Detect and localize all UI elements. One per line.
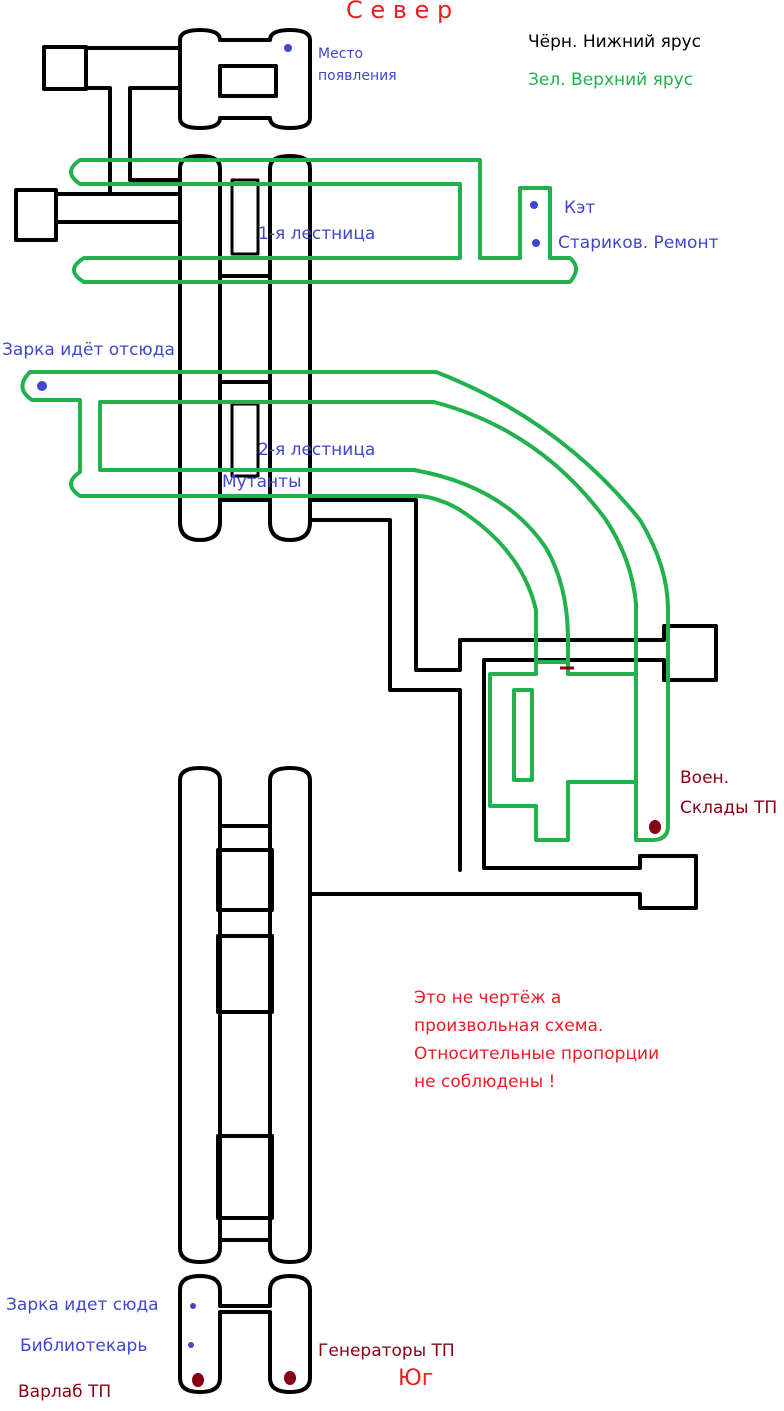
spawn-label-line2: появления (318, 68, 397, 84)
upper-inner-room (218, 274, 272, 384)
military-label-line2: Склады ТП (680, 798, 778, 818)
military-label-line1: Воен. (680, 768, 730, 788)
mid-left-room (14, 188, 58, 242)
generators-marker (284, 1371, 296, 1385)
spawn-chamber (178, 28, 312, 130)
varlab-marker (192, 1373, 204, 1387)
military-marker (649, 820, 661, 834)
varlab-label: Варлаб ТП (18, 1382, 112, 1402)
stair-1-label: 1-я лестница (258, 224, 376, 244)
lower-left-column (178, 766, 222, 1264)
spawn-chamber-inner (218, 64, 278, 98)
stair-2-label: 2-я лестница (258, 440, 376, 460)
lower-room-1 (216, 848, 274, 912)
zarka-from-label: Зарка идёт отсюда (2, 340, 175, 360)
top-left-corridor (84, 46, 182, 196)
markers (37, 44, 661, 1387)
ladder-2 (230, 402, 260, 478)
zarka-to-label: Зарка идет сюда (6, 1295, 159, 1315)
lower-connectors (218, 824, 272, 1242)
north-label: С е в е р (346, 0, 453, 24)
upper-warehouse-inner (512, 688, 534, 782)
kat-label: Кэт (564, 198, 596, 218)
upper-curve-outer (20, 370, 670, 842)
lower-tier-layer (14, 28, 718, 1394)
lower-room-3 (216, 1134, 274, 1220)
note-line-2: произвольная схема. (414, 1016, 604, 1036)
zarka-to-marker (190, 1303, 196, 1309)
upper-left-column (178, 154, 222, 542)
librarian-marker (188, 1342, 194, 1348)
generators-label: Генераторы ТП (318, 1341, 455, 1361)
starikov-marker (532, 239, 540, 247)
upper-warehouse (488, 660, 638, 842)
note-line-1: Это не чертёж а (414, 988, 562, 1008)
lower-right-column (268, 766, 312, 1264)
top-left-room (42, 45, 88, 91)
ladder-1 (230, 178, 260, 256)
spawn-label-line1: Место (318, 46, 364, 62)
south-label: Юг (398, 1366, 434, 1391)
kat-marker (530, 201, 538, 209)
librarian-label: Библиотекарь (20, 1336, 148, 1356)
mid-left-corridor (54, 192, 182, 224)
upper-loop-top (69, 158, 578, 284)
mutants-label: Мутанты (222, 472, 302, 492)
upper-tier-layer (20, 158, 670, 842)
legend-lower-tier: Чёрн. Нижний ярус (528, 32, 702, 52)
legend-upper-tier: Зел. Верхний ярус (528, 70, 694, 90)
spawn-marker (284, 44, 292, 52)
east-corridor (308, 498, 718, 910)
note-line-4: не соблюдены ! (414, 1072, 556, 1092)
note-line-3: Относительные пропорции (414, 1044, 660, 1064)
zarka-from-marker (37, 381, 47, 391)
bottom-chamber (178, 1274, 312, 1394)
starikov-label: Стариков. Ремонт (558, 233, 719, 253)
lower-room-2 (216, 934, 274, 1014)
disclaimer-note: Это не чертёж а произвольная схема. Отно… (414, 984, 714, 1096)
